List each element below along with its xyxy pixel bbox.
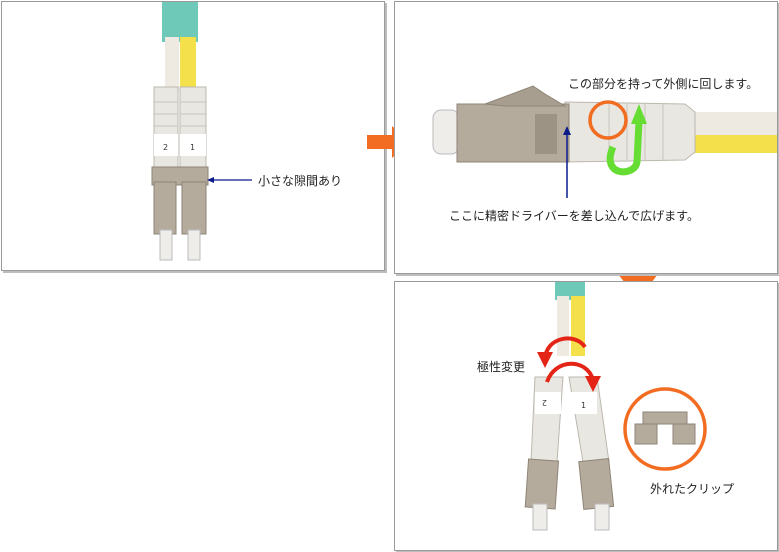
- small-gap-label: 小さな隙間あり: [258, 174, 343, 188]
- rotate-instruction-label: この部分を持って外側に回します。: [568, 77, 759, 91]
- aqua-cable: [162, 2, 198, 42]
- duplex-connector-photo: 2 1: [151, 2, 252, 261]
- removed-clip-circle: [623, 387, 707, 471]
- ferrule-right: [594, 503, 610, 531]
- ferrule-right: [187, 229, 201, 261]
- connector-number-left: 2: [542, 398, 547, 407]
- connector-body-left: [524, 458, 560, 510]
- cable-left: [557, 296, 569, 356]
- clip-removal-photo: [432, 85, 777, 198]
- rotate-arrow-path: [606, 121, 643, 176]
- label-band-right: [571, 392, 597, 414]
- polarity-arrow-bottom: [545, 361, 595, 383]
- gap-pointer-arrowhead: [207, 177, 214, 183]
- cable-left: [165, 37, 179, 92]
- connector-number-left: 2: [163, 143, 168, 152]
- label-band-left: [154, 134, 178, 156]
- label-band-left: [535, 392, 561, 414]
- duplex-clip: [151, 166, 209, 186]
- grip-highlight-circle: [588, 100, 628, 140]
- aqua-cable: [555, 282, 585, 300]
- ferrule-left: [532, 503, 548, 531]
- boot-left: [530, 376, 564, 463]
- ferrule-left: [159, 229, 173, 261]
- polarity-arrowhead-top: [537, 352, 553, 368]
- connector-body-right: [578, 458, 615, 510]
- removed-clip-label: 外れたクリップ: [650, 482, 735, 496]
- clip-section: [535, 114, 557, 154]
- cable-yellow: [180, 37, 196, 92]
- screwdriver-pointer-arrowhead: [563, 126, 571, 135]
- boot-right: [179, 86, 207, 173]
- connector-body-right: [181, 181, 207, 235]
- panel-duplex-connector: 2 1 小さな隙間あり: [1, 1, 385, 271]
- connector-number-right: 1: [581, 401, 586, 410]
- rotate-arrow-head: [631, 104, 647, 124]
- removed-clip: [634, 411, 696, 445]
- connector-body-left: [153, 181, 177, 235]
- boot: [564, 101, 696, 163]
- screwdriver-instruction-label: ここに精密ドライバーを差し込んで広げます。: [449, 209, 699, 223]
- latch: [484, 85, 567, 107]
- panel-polarity-change: 2 1 極性変更 外れたクリップ: [394, 281, 778, 551]
- boot-left: [153, 86, 179, 173]
- polarity-change-label: 極性変更: [477, 360, 526, 374]
- panel-clip-removal: この部分を持って外側に回します。 ここに精密ドライバーを差し込んで広げます。: [394, 1, 778, 274]
- polarity-change-photo: 2 1: [524, 282, 707, 531]
- boot-right: [568, 376, 610, 463]
- ferrule: [432, 109, 460, 155]
- connector-number-right: 1: [190, 143, 195, 152]
- label-band-right: [180, 134, 206, 156]
- polarity-arrowhead-bottom: [585, 376, 601, 392]
